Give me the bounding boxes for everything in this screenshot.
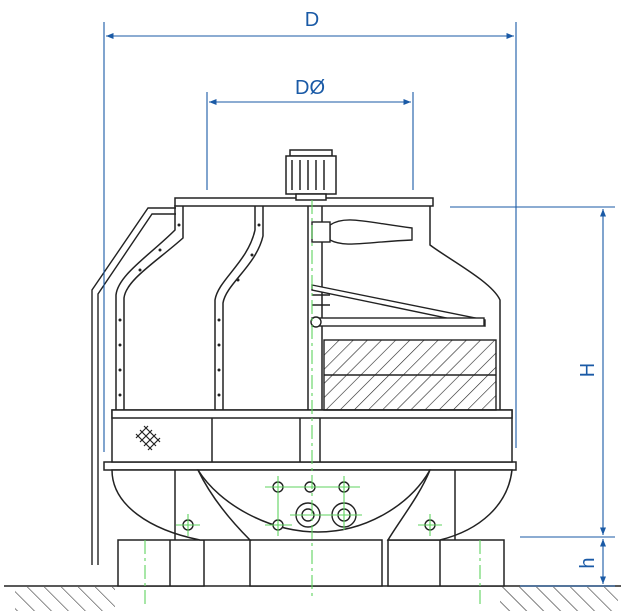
louver-grille — [135, 425, 161, 451]
tower-shell — [115, 197, 501, 410]
cold-water-basin — [103, 461, 517, 541]
ground — [4, 585, 621, 611]
handrail — [91, 207, 176, 565]
sprinkler-assembly — [310, 284, 486, 328]
centerlines — [144, 200, 481, 606]
dimension-lines — [103, 22, 615, 587]
dimension-h-label: H — [577, 363, 599, 377]
dimension-base-label: h — [577, 557, 599, 568]
rivets — [118, 223, 261, 397]
dimension-fan-label: DØ — [295, 77, 325, 99]
dimension-d-label: D — [305, 9, 319, 31]
fan-motor — [285, 149, 337, 201]
foundation-plinths — [117, 539, 505, 587]
fill-media — [323, 339, 497, 411]
fan-blade — [311, 219, 413, 245]
